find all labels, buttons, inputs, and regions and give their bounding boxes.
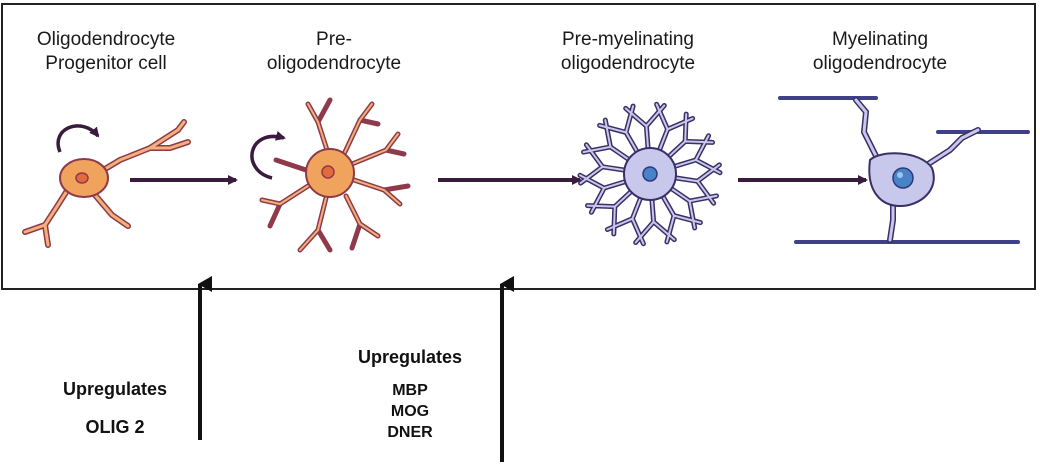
pre-oligodendrocyte-cell — [259, 97, 411, 253]
stage-label-opc: Oligodendrocyte Progenitor cell — [8, 28, 204, 76]
cell-process — [631, 217, 645, 245]
cell-process — [673, 214, 702, 224]
proliferation-arrow-2 — [250, 131, 286, 180]
cell-process — [590, 187, 606, 214]
cell-process — [684, 113, 688, 143]
annotation-opc-markers: Upregulates OLIG 2 — [40, 376, 190, 440]
stage-label-myelinating: Myelinating oligodendrocyte — [788, 28, 972, 76]
annotation-1-marker-olig2: OLIG 2 — [85, 417, 145, 437]
figure-frame — [1, 3, 1036, 290]
myelinating-oligodendrocyte-cell — [778, 96, 1030, 244]
cell-process — [696, 163, 721, 183]
cell-process — [694, 134, 710, 161]
annotation-2-marker-dner: DNER — [387, 424, 433, 441]
cell-process — [624, 107, 648, 128]
cell-process — [652, 220, 676, 241]
stage-label-pre-oligodendrocyte-line-2: oligodendrocyte — [266, 53, 402, 74]
cell-process — [688, 194, 718, 203]
annotation-1-heading: Upregulates — [62, 379, 168, 399]
stage-label-myelinating-line-2: oligodendrocyte — [812, 53, 948, 74]
cell-process — [655, 103, 669, 131]
stage-label-pre-myelinating-line-1: Pre-myelinating — [562, 29, 694, 50]
annotation-2-marker-mog: MOG — [390, 403, 430, 420]
stage-label-opc-line-1: Oligodendrocyte — [36, 29, 176, 50]
pre-myelinating-oligodendrocyte-cell — [577, 101, 723, 247]
stage-label-pre-myelinating: Pre-myelinating oligodendrocyte — [530, 28, 726, 76]
opc-cell — [22, 119, 191, 248]
stage-label-pre-myelinating-line-2: oligodendrocyte — [560, 53, 696, 74]
stage-label-myelinating-line-1: Myelinating — [831, 29, 929, 50]
annotation-2-heading: Upregulates — [357, 347, 463, 367]
cell-nucleus — [642, 166, 658, 182]
stage-label-opc-line-2: Progenitor cell — [45, 53, 167, 74]
proliferation-arrow-1 — [56, 124, 100, 153]
cell-process — [582, 145, 612, 154]
annotation-premyelinating-markers: Upregulates MBP MOG DNER — [340, 344, 480, 443]
cell-process — [598, 124, 627, 134]
stage-label-pre-oligodendrocyte: Pre- oligodendrocyte — [248, 28, 420, 76]
cell-process — [579, 165, 604, 185]
stage-label-pre-oligodendrocyte-line-1: Pre- — [316, 29, 352, 50]
cell-process — [612, 205, 616, 235]
annotation-2-marker-mbp: MBP — [392, 382, 428, 399]
